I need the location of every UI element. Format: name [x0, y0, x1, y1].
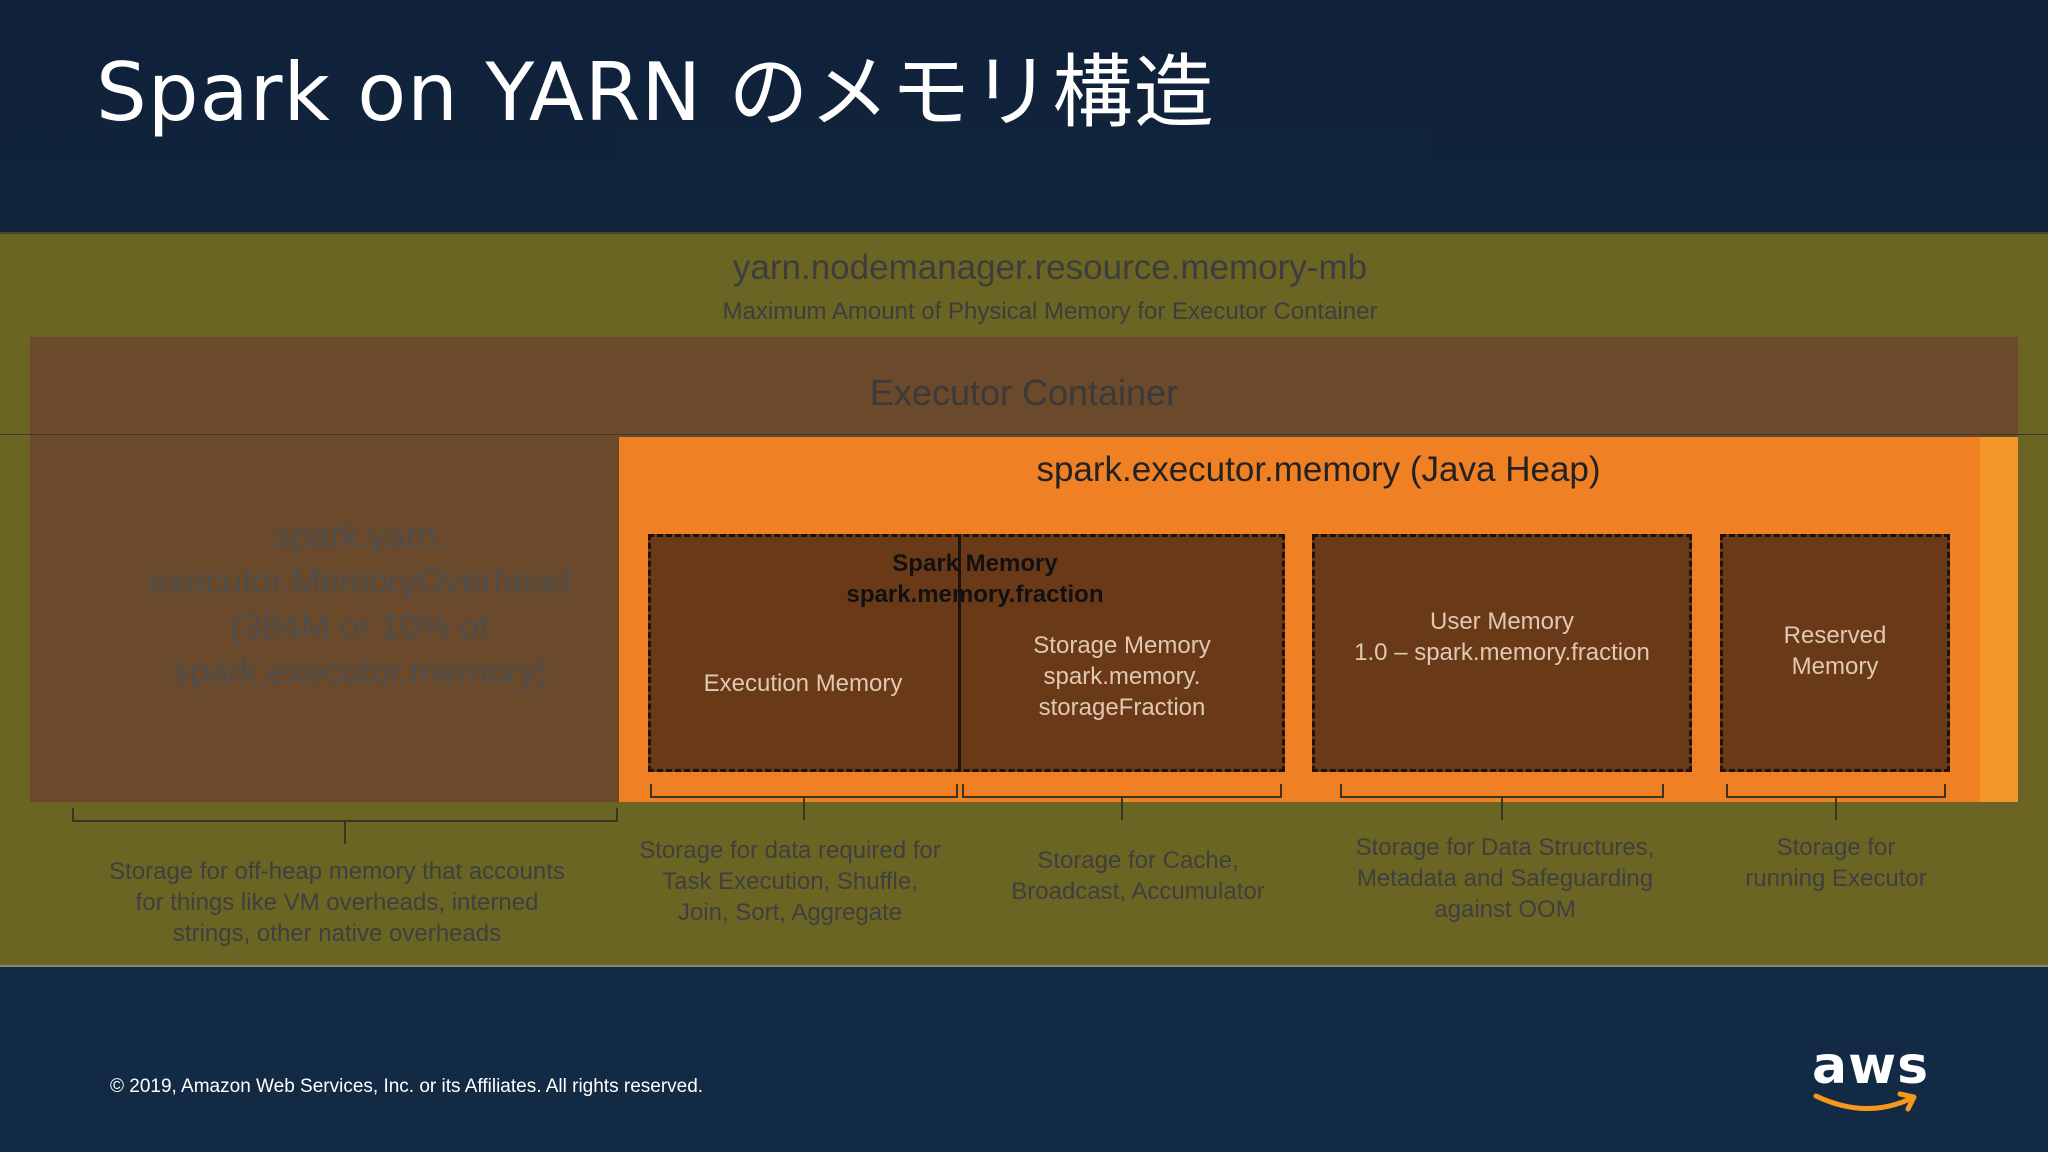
overhead-brace	[72, 808, 618, 822]
java-heap-edge	[1980, 437, 2018, 802]
description-line: Storage for off-heap memory that account…	[109, 858, 565, 885]
aws-logo: aws	[1812, 1036, 1930, 1096]
description-line: Metadata and Safeguarding	[1356, 865, 1654, 892]
reserved-brace	[1726, 784, 1946, 798]
storage-description: Storage for Cache, Broadcast, Accumulato…	[978, 845, 1298, 907]
description-line: Storage for data required for	[639, 837, 941, 864]
description-line: Broadcast, Accumulator	[1011, 878, 1265, 905]
reserved-memory-line: Reserved	[1783, 622, 1887, 649]
java-heap-title: spark.executor.memory (Java Heap)	[1036, 450, 1601, 489]
user-memory-line: 1.0 – spark.memory.fraction	[1354, 639, 1650, 666]
description-line: Storage for Cache,	[1037, 847, 1239, 874]
user-brace-tick	[1501, 798, 1503, 820]
description-line: running Executor	[1745, 865, 1927, 892]
execution-brace	[650, 784, 958, 798]
spark-memory-box	[648, 534, 1285, 772]
reserved-description: Storage for running Executor	[1716, 832, 1956, 894]
overhead-line: (384M or 10% of	[230, 607, 490, 646]
user-description: Storage for Data Structures, Metadata an…	[1330, 832, 1680, 925]
storage-memory-line: spark.memory.	[1043, 663, 1201, 690]
spark-memory-label: Spark Memory spark.memory.fraction	[800, 548, 1150, 610]
description-line: Join, Sort, Aggregate	[677, 899, 903, 926]
slide-title: Spark on YARN のメモリ構造	[96, 46, 1215, 139]
execution-description: Storage for data required for Task Execu…	[620, 835, 960, 928]
user-memory-box	[1312, 534, 1692, 772]
execution-memory-label: Execution Memory	[703, 670, 903, 697]
description-line: against OOM	[1434, 896, 1576, 923]
storage-brace	[962, 784, 1282, 798]
copyright-footer: © 2019, Amazon Web Services, Inc. or its…	[110, 1076, 704, 1097]
description-line: Storage for Data Structures,	[1355, 834, 1655, 861]
overhead-brace-tick	[344, 822, 346, 844]
storage-brace-tick	[1121, 798, 1123, 820]
description-line: for things like VM overheads, interned	[135, 889, 539, 916]
description-line: Storage for	[1776, 834, 1896, 861]
storage-memory-line: Storage Memory	[1033, 632, 1211, 659]
storage-memory-label: Storage Memory spark.memory. storageFrac…	[962, 630, 1282, 723]
storage-memory-line: storageFraction	[1038, 694, 1206, 721]
spark-memory-line: spark.memory.fraction	[846, 581, 1104, 608]
executor-container-label: Executor Container	[869, 372, 1179, 413]
aws-smile-icon	[1813, 1091, 1917, 1112]
overhead-description: Storage for off-heap memory that account…	[72, 856, 602, 949]
execution-brace-tick	[803, 798, 805, 820]
reserved-memory-label: Reserved Memory	[1720, 620, 1950, 682]
description-line: Task Execution, Shuffle,	[662, 868, 918, 895]
divider-line	[0, 434, 2048, 435]
user-brace	[1340, 784, 1664, 798]
nodemanager-subtitle: Maximum Amount of Physical Memory for Ex…	[722, 298, 1378, 325]
reserved-memory-box	[1720, 534, 1950, 772]
spark-memory-divider	[958, 534, 961, 772]
user-memory-label: User Memory 1.0 – spark.memory.fraction	[1312, 606, 1692, 668]
memory-overhead-block	[30, 437, 619, 802]
spark-memory-line: Spark Memory	[892, 550, 1058, 577]
user-memory-line: User Memory	[1429, 608, 1574, 635]
overhead-line: spark.yarn.	[273, 517, 447, 556]
overhead-line: executor.MemoryOverhead	[148, 562, 572, 601]
reserved-memory-line: Memory	[1791, 653, 1879, 680]
memory-overhead-label: spark.yarn. executor.MemoryOverhead (384…	[110, 514, 610, 694]
description-line: strings, other native overheads	[172, 920, 502, 947]
overhead-line: spark.executor.memory)	[172, 652, 548, 691]
reserved-brace-tick	[1835, 798, 1837, 820]
nodemanager-title: yarn.nodemanager.resource.memory-mb	[732, 248, 1368, 287]
